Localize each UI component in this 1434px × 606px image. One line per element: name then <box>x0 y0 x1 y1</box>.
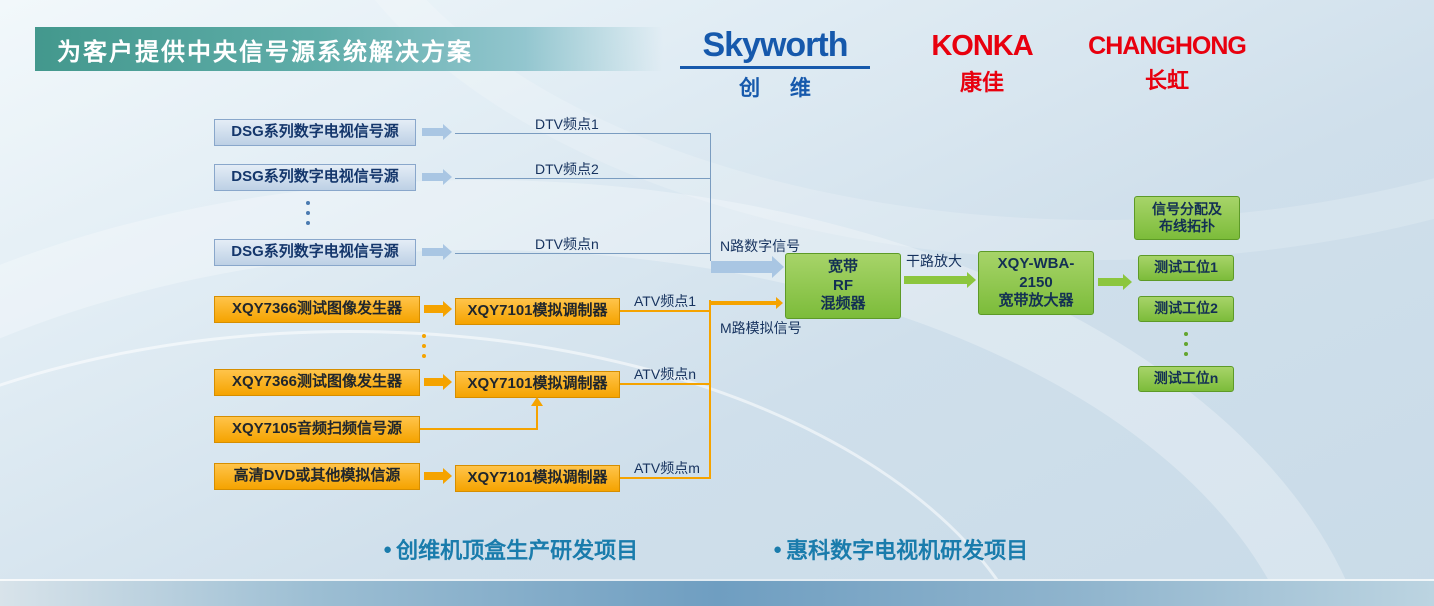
dtv-line-n <box>455 253 710 254</box>
ellipsis-dots-stations <box>1184 332 1188 356</box>
modulator-box-3: XQY7101模拟调制器 <box>455 465 620 492</box>
skyworth-wordmark: Skyworth <box>702 26 848 64</box>
atv-line-1 <box>620 310 710 312</box>
arrow-right-icon <box>424 468 452 484</box>
skyworth-underline <box>680 66 870 69</box>
footer-project-1-label: 创维机顶盒生产研发项目 <box>396 538 639 563</box>
dsg-source-box-3: DSG系列数字电视信号源 <box>214 239 416 266</box>
dtv-line-1 <box>455 133 710 134</box>
digital-bus-label: N路数字信号 <box>720 238 801 254</box>
bullet-icon: ● <box>383 540 393 558</box>
background-swirl <box>0 180 1380 606</box>
atv-line-n <box>620 383 710 385</box>
station-box-2: 测试工位2 <box>1138 296 1234 322</box>
changhong-logo: CHANGHONG 长虹 <box>1088 32 1247 95</box>
modulator-box-2: XQY7101模拟调制器 <box>455 371 620 398</box>
audio-elbow-line <box>420 428 538 430</box>
skyworth-logo: Skyworth 创 维 <box>676 26 874 102</box>
arrow-up-icon <box>531 397 543 406</box>
footer-project-2: ● 惠科数字电视机研发项目 <box>773 533 1028 565</box>
changhong-wordmark: CHANGHONG <box>1088 32 1247 60</box>
skyworth-chinese: 创 维 <box>739 77 823 100</box>
output-arrow <box>1098 274 1132 290</box>
atv-label-1: ATV频点1 <box>634 293 696 309</box>
ellipsis-dots-digital <box>306 201 310 225</box>
broadband-amplifier-box: XQY-WBA- 2150 宽带放大器 <box>978 251 1094 315</box>
arrow-right-icon <box>422 169 452 185</box>
dtv-label-2: DTV频点2 <box>535 161 599 177</box>
konka-chinese: 康佳 <box>959 70 1004 95</box>
dtv-label-n: DTV频点n <box>535 236 599 252</box>
konka-wordmark: KONKA <box>931 30 1033 62</box>
atv-label-n: ATV频点n <box>634 366 696 382</box>
trunk-amp-label: 干路放大 <box>906 253 962 269</box>
bullet-icon: ● <box>773 540 783 558</box>
rf-mixer-box: 宽带 RF 混频器 <box>785 253 901 319</box>
audio-elbow-line <box>536 404 538 430</box>
bottom-bar <box>0 579 1434 606</box>
changhong-chinese: 长虹 <box>1144 68 1189 93</box>
footer-project-1: ● 创维机顶盒生产研发项目 <box>383 533 638 565</box>
audio-source-box: XQY7105音频扫频信号源 <box>214 416 420 443</box>
image-generator-box-2: XQY7366测试图像发生器 <box>214 369 420 396</box>
ellipsis-dots-analog <box>422 334 426 358</box>
konka-logo: KONKA 康佳 <box>918 30 1046 97</box>
analog-bus-arrow <box>711 297 783 309</box>
analog-bus-label: M路模拟信号 <box>720 320 802 336</box>
image-generator-box-1: XQY7366测试图像发生器 <box>214 296 420 323</box>
arrow-right-icon <box>424 374 452 390</box>
arrow-right-icon <box>422 244 452 260</box>
atv-line-m <box>620 477 710 479</box>
analog-bus-line <box>709 300 711 479</box>
footer-project-2-label: 惠科数字电视机研发项目 <box>786 538 1029 563</box>
trunk-amp-arrow <box>904 272 976 288</box>
dtv-line-2 <box>455 178 710 179</box>
dsg-source-box-1: DSG系列数字电视信号源 <box>214 119 416 146</box>
page-title: 为客户提供中央信号源系统解决方案 <box>57 38 473 66</box>
title-banner: 为客户提供中央信号源系统解决方案 <box>35 27 663 71</box>
arrow-right-icon <box>424 301 452 317</box>
dtv-label-1: DTV频点1 <box>535 116 599 132</box>
station-box-1: 测试工位1 <box>1138 255 1234 281</box>
digital-bus-line <box>710 133 711 261</box>
atv-label-m: ATV频点m <box>634 460 700 476</box>
station-box-n: 测试工位n <box>1138 366 1234 392</box>
dsg-source-box-2: DSG系列数字电视信号源 <box>214 164 416 191</box>
distribution-box: 信号分配及 布线拓扑 <box>1134 196 1240 240</box>
modulator-box-1: XQY7101模拟调制器 <box>455 298 620 325</box>
arrow-right-icon <box>422 124 452 140</box>
dvd-source-box: 高清DVD或其他模拟信源 <box>214 463 420 490</box>
digital-bus-arrow <box>711 256 784 278</box>
